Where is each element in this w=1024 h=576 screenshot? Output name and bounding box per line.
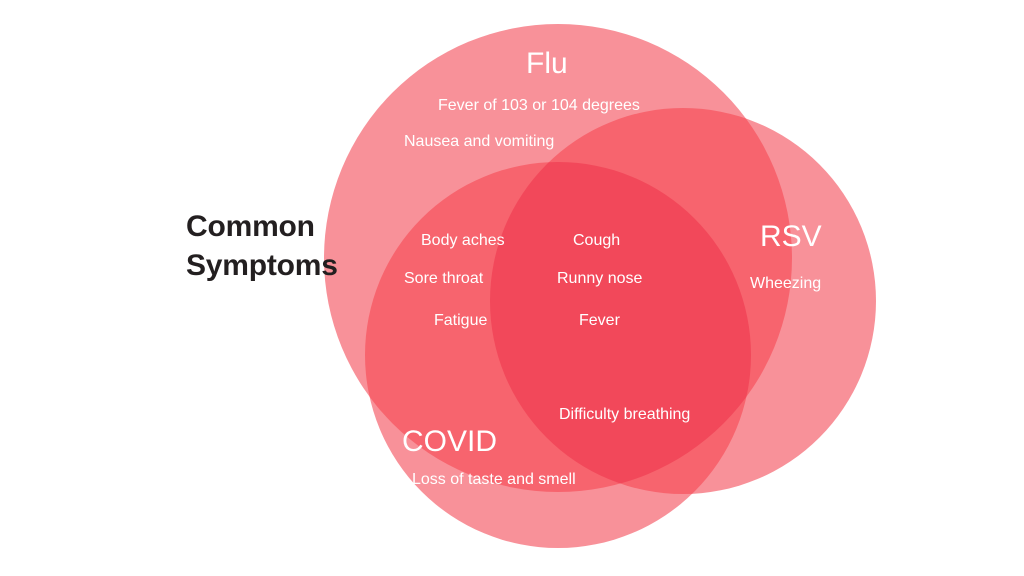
symptom-flu-fever: Fever of 103 or 104 degrees bbox=[438, 97, 640, 114]
page-title-line-1: Common bbox=[186, 210, 315, 243]
symptom-rsv-wheezing: Wheezing bbox=[750, 275, 822, 292]
symptom-covid-loss-of-taste: Loss of taste and smell bbox=[412, 471, 576, 488]
set-label-flu: Flu bbox=[526, 47, 568, 80]
symptom-shared-body-aches: Body aches bbox=[421, 232, 505, 249]
set-label-covid: COVID bbox=[402, 425, 498, 458]
symptom-flu-nausea: Nausea and vomiting bbox=[404, 133, 555, 150]
set-label-rsv: RSV bbox=[760, 220, 822, 253]
page-title-line-2: Symptoms bbox=[186, 249, 338, 282]
symptom-common-fever: Fever bbox=[579, 312, 620, 329]
overlap-all-three bbox=[490, 162, 751, 492]
symptom-common-runny-nose: Runny nose bbox=[557, 270, 643, 287]
symptom-shared-fatigue: Fatigue bbox=[434, 312, 488, 329]
symptom-shared-difficulty-breathing: Difficulty breathing bbox=[559, 406, 691, 423]
symptom-common-cough: Cough bbox=[573, 232, 621, 249]
symptom-shared-sore-throat: Sore throat bbox=[404, 270, 484, 287]
